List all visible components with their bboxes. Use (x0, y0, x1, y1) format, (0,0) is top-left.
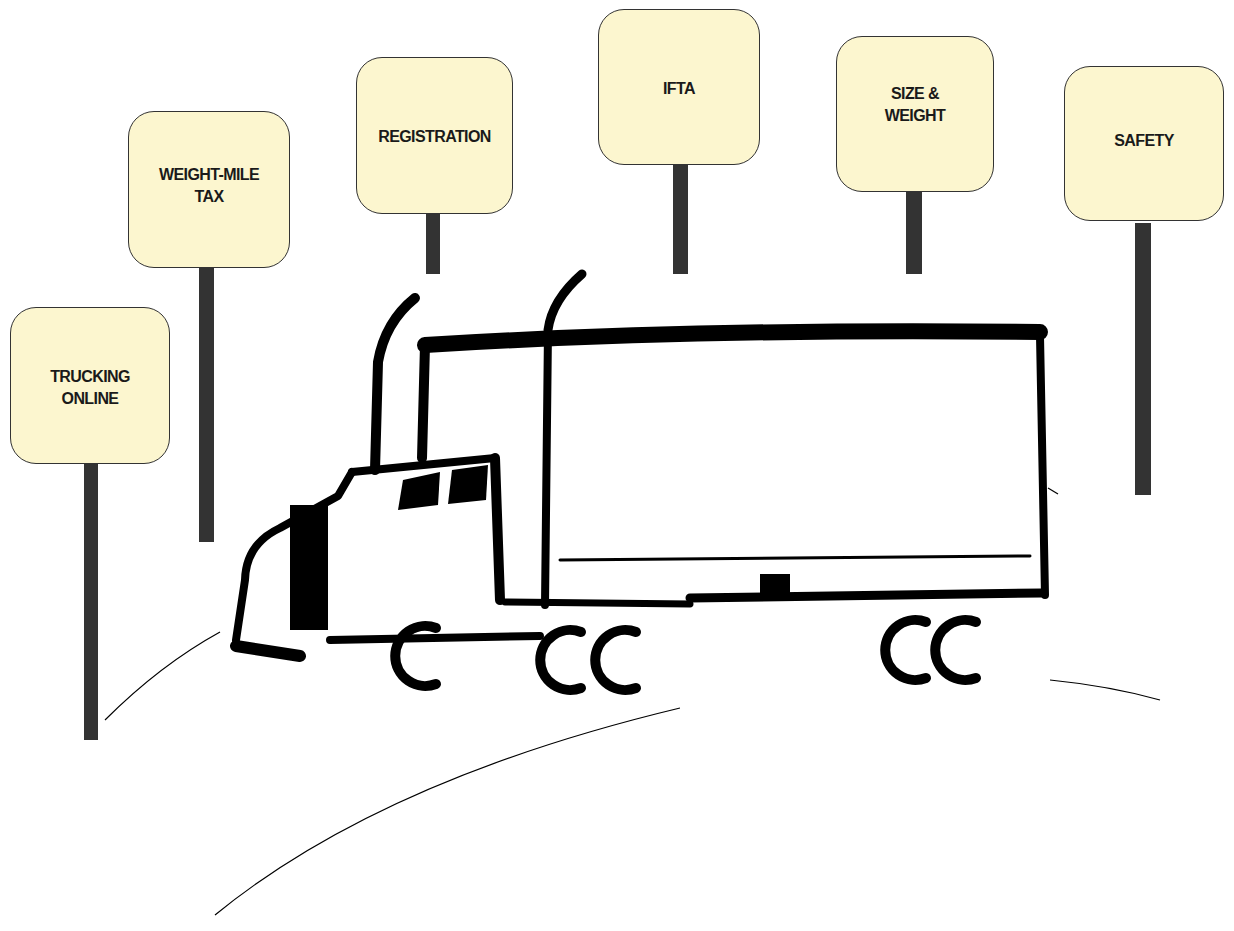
sign-post (673, 163, 688, 274)
sign-label: SAFETY (1074, 130, 1214, 152)
trailer-front (545, 330, 548, 605)
trailer-line (560, 556, 1030, 560)
sign-label: WEIGHT-MILE TAX (149, 164, 269, 208)
cab-back (422, 345, 425, 458)
grille (290, 505, 328, 630)
sign-post (199, 266, 214, 542)
road-sign: REGISTRATION (356, 57, 513, 214)
road-sign: WEIGHT-MILE TAX (128, 111, 290, 268)
wheel (395, 626, 436, 686)
road-sign: TRUCKING ONLINE (10, 307, 170, 464)
trailer-bottom (690, 593, 1042, 598)
truck (236, 274, 1045, 690)
road-lines (105, 488, 1160, 915)
cab-window (398, 472, 440, 510)
wheel (540, 630, 581, 690)
sign-label: IFTA (609, 78, 749, 100)
road-line (1048, 488, 1058, 494)
trailer-rear (1040, 336, 1045, 595)
wheel (595, 630, 636, 690)
cab-side (495, 458, 500, 600)
bumper (236, 646, 300, 656)
sign-post (1135, 223, 1151, 495)
sign-label: TRUCKING ONLINE (35, 366, 145, 410)
road-line (215, 708, 680, 915)
chassis (505, 602, 690, 604)
sign-post (84, 462, 98, 740)
road-line (1050, 680, 1160, 700)
road-sign: SIZE & WEIGHT (836, 36, 994, 192)
trailer-top (425, 331, 1040, 345)
exhaust-stack (548, 274, 582, 330)
road-sign: IFTA (598, 9, 760, 165)
cab-hood (236, 472, 352, 640)
wheel (885, 620, 926, 680)
exhaust-stack (375, 298, 415, 470)
road-line (105, 632, 220, 720)
sign-post (426, 212, 440, 274)
truck-fills (290, 465, 790, 630)
cab-window (448, 465, 488, 504)
sign-label: REGISTRATION (359, 126, 511, 148)
landing-gear (760, 574, 790, 596)
sign-post (906, 190, 922, 274)
sign-label: SIZE & WEIGHT (870, 83, 960, 127)
cab-bottom (330, 636, 540, 640)
road-sign: SAFETY (1064, 66, 1224, 221)
wheel (935, 620, 976, 680)
